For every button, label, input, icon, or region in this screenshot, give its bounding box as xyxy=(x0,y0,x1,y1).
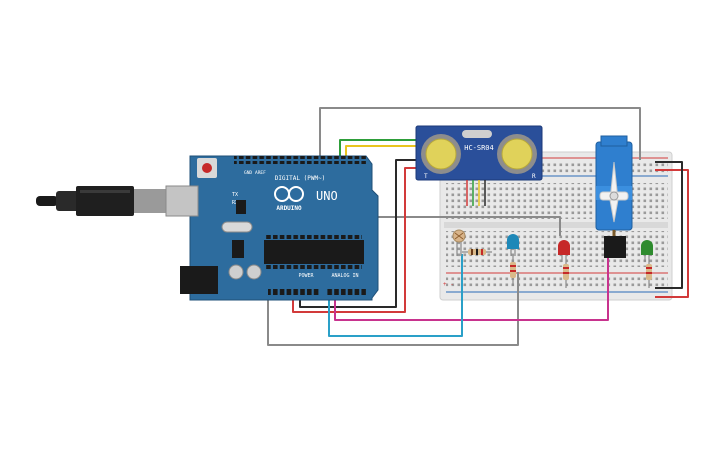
servo-motor[interactable] xyxy=(595,135,633,258)
wire-yellow-echo[interactable] xyxy=(345,145,420,158)
barrel-jack-icon xyxy=(180,266,218,294)
capacitor-icon xyxy=(228,264,262,280)
regulator-chip xyxy=(232,240,244,258)
crystal-icon xyxy=(221,221,253,233)
gnd-label: GND xyxy=(244,170,252,176)
servo-connector xyxy=(604,236,626,258)
wire-red-rail[interactable] xyxy=(655,169,689,298)
sensor-r-mark: R xyxy=(532,173,536,180)
analog-header xyxy=(326,288,366,296)
small-chip xyxy=(236,200,246,214)
power-header-label: POWER xyxy=(298,273,314,279)
wire-black-gnd[interactable] xyxy=(299,159,425,308)
aref-label: AREF xyxy=(255,170,266,176)
sensor-crystal xyxy=(462,130,492,138)
digital-header-label: DIGITAL (PWM~) xyxy=(275,175,326,182)
wire-cyan-analog[interactable] xyxy=(328,254,463,337)
resistor-blue-led[interactable] xyxy=(510,256,516,286)
atmega-chip xyxy=(264,240,364,264)
usb-socket xyxy=(165,185,199,217)
tx-label: TX xyxy=(232,192,238,198)
power-rail-bottom xyxy=(446,276,668,289)
sensor-label: HC-SR04 xyxy=(464,144,494,152)
wire-gray-bottom[interactable] xyxy=(267,272,519,346)
arduino-logo-text: ARDUINO xyxy=(276,205,302,212)
arduino-uno-board[interactable]: DIGITAL (PWM~) AREF GND TX RX ARDUINO UN… xyxy=(165,155,379,301)
reset-button-icon[interactable] xyxy=(197,158,217,178)
ultrasonic-sensor[interactable]: HC-SR04 T R xyxy=(415,125,543,206)
led-blue[interactable] xyxy=(507,234,519,256)
sensor-t-mark: T xyxy=(424,173,428,180)
led-red[interactable] xyxy=(558,240,570,262)
resistor-green-led[interactable] xyxy=(646,262,652,288)
photoresistor[interactable] xyxy=(452,229,466,256)
resistor-ldr[interactable] xyxy=(462,249,492,255)
digital-header xyxy=(234,156,366,164)
rail-label-bottom: + - xyxy=(443,281,454,288)
wire-green-trig[interactable] xyxy=(339,139,420,158)
analog-header-label: ANALOG IN xyxy=(331,273,358,279)
power-header xyxy=(268,288,320,296)
rx-label: RX xyxy=(232,200,238,206)
arduino-logo-icon xyxy=(274,186,304,202)
resistor-red-led[interactable] xyxy=(563,262,569,288)
wire-gray-top[interactable] xyxy=(319,107,641,160)
wire-black-rail[interactable] xyxy=(655,161,683,289)
led-green[interactable] xyxy=(641,240,653,262)
board-model: UNO xyxy=(316,189,338,203)
